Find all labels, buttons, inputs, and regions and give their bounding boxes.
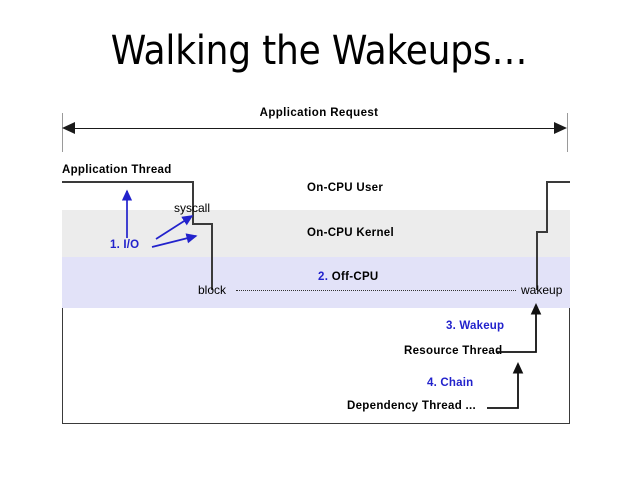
band-label-on-cpu-user: On-CPU User [307,182,384,194]
application-thread-line-segment-3 [192,223,212,225]
application-thread-label: Application Thread [62,164,172,176]
off-cpu-detail-box [62,308,570,424]
measure-arrow-line [66,127,563,130]
annotation-chain: 4. Chain [427,377,474,389]
annotation-wakeup: 3. Wakeup [446,320,505,332]
page-title: Walking the Wakeups… [110,28,528,74]
wakeup-thread-line-segment-4 [546,181,570,183]
measure-tick-right [567,113,569,153]
band-label-on-cpu-kernel: On-CPU Kernel [307,227,394,239]
application-thread-line-segment-2 [192,181,194,224]
dependency-thread-label: Dependency Thread ... [347,400,476,412]
block-label: block [198,283,227,297]
band-on-cpu-kernel [62,210,570,257]
wakeup-thread-line-segment-2 [536,231,548,233]
measure-arrowhead-right-icon [554,122,567,134]
off-cpu-duration-dotted-line [236,290,516,291]
wakeup-thread-line-segment-1 [536,232,538,290]
wakeup-thread-line-segment-3 [546,182,548,232]
resource-thread-label: Resource Thread [404,345,503,357]
wakeup-label: wakeup [521,283,563,297]
syscall-label: syscall [174,201,211,215]
measure-arrowhead-left-icon [62,122,75,134]
application-thread-line-segment-4 [211,223,213,290]
application-thread-line-segment-1 [62,181,194,183]
application-request-label: Application Request [259,107,379,119]
band-off-cpu [62,257,570,308]
step-number-2: 2. [318,271,329,283]
band-label-off-cpu: 2. Off-CPU [318,271,379,283]
annotation-io: 1. I/O [110,239,140,251]
band-label-off-cpu-text: Off-CPU [331,271,379,283]
